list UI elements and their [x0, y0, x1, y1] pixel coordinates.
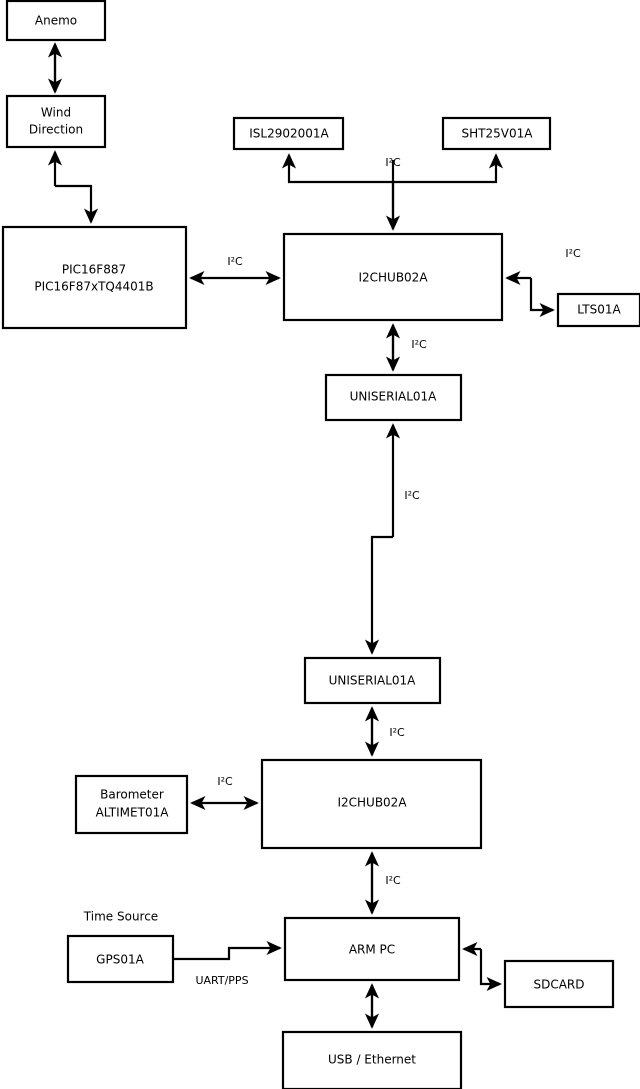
edge-pic-hub-top: I²C: [189, 255, 281, 286]
node-lts01a-box[interactable]: [556, 292, 640, 328]
edge-label-hub-armpc-i2c: I²C: [385, 874, 401, 887]
node-gps01a-box[interactable]: [66, 934, 175, 984]
node-arm-pc-box[interactable]: [283, 916, 461, 982]
edge-uniserial-upper-lower: I²C: [364, 423, 420, 655]
arrow-up-to-sht25v01a: [393, 153, 504, 184]
node-usb-ethernet-box[interactable]: [281, 1030, 463, 1089]
edge-hub-top-sensors: I²C: [281, 153, 504, 231]
node-arm-pc-label: ARM PC: [349, 943, 395, 957]
node-gps01a-label: GPS01A: [96, 953, 144, 967]
edge-label-lts01a-i2c: I²C: [565, 247, 581, 260]
node-gps01a[interactable]: GPS01A: [66, 934, 175, 984]
edge-hub-top-uniserial-upper: I²C: [385, 323, 427, 372]
node-uniserial01a-upper-label: UNISERIAL01A: [350, 390, 438, 404]
node-isl2902001a-label: ISL2902001A: [249, 127, 329, 141]
node-i2chub02a-bottom-box[interactable]: [260, 758, 483, 850]
node-i2chub02a-bottom-label: I2CHUB02A: [337, 796, 407, 810]
edge-label-uniserial-link-i2c: I²C: [404, 489, 420, 502]
node-wind-direction-label-line1: Wind: [41, 106, 71, 120]
node-barometer-box[interactable]: [74, 774, 189, 835]
node-i2chub02a-top-box[interactable]: [282, 232, 504, 322]
arrow-right-to-sdcard: [479, 949, 502, 992]
node-sdcard-box[interactable]: [503, 959, 615, 1009]
node-i2chub02a-top-label: I2CHUB02A: [358, 271, 428, 285]
node-i2chub02a-top[interactable]: I2CHUB02A: [282, 232, 504, 322]
arrow-down-to-uniserial-lower: [364, 535, 393, 655]
node-isl2902001a[interactable]: ISL2902001A: [232, 116, 345, 151]
node-i2chub02a-bottom[interactable]: I2CHUB02A: [260, 758, 483, 850]
edge-layer: I²C I²C I²C I²C I²C: [47, 42, 581, 1029]
node-barometer-altimet01a[interactable]: Barometer ALTIMET01A: [74, 774, 189, 835]
node-pic-label-line2: PIC16F87xTQ4401B: [34, 280, 153, 294]
edge-gps-armpc: UART/PPS: [173, 940, 282, 987]
node-uniserial01a-lower-box[interactable]: [303, 656, 442, 705]
edge-barometer-hub-bottom: I²C: [190, 775, 259, 811]
node-pic-box[interactable]: [1, 225, 188, 330]
node-usb-ethernet-label: USB / Ethernet: [328, 1053, 416, 1067]
node-pic-microcontroller[interactable]: PIC16F887 PIC16F87xTQ4401B: [1, 225, 188, 330]
label-time-source-group: Time Source: [83, 910, 158, 924]
node-barometer-label-line1: Barometer: [100, 788, 164, 802]
node-sht25v01a-label: SHT25V01A: [462, 127, 534, 141]
node-sdcard-label: SDCARD: [533, 978, 584, 992]
edge-hub-top-lts01a: I²C: [505, 247, 581, 318]
node-wind-direction[interactable]: Wind Direction: [5, 94, 107, 149]
node-sht25v01a-box[interactable]: [441, 116, 552, 151]
node-pic-label-line1: PIC16F887: [62, 263, 126, 277]
node-anemo-label: Anemo: [35, 14, 77, 28]
node-isl2902001a-box[interactable]: [232, 116, 345, 151]
edge-label-barometer-i2c: I²C: [217, 775, 233, 788]
node-wind-direction-label-line2: Direction: [29, 123, 83, 137]
node-barometer-label-line2: ALTIMET01A: [96, 806, 170, 820]
edge-label-pic-hub-i2c: I²C: [227, 255, 243, 268]
edge-hub-bottom-armpc: I²C: [364, 851, 401, 915]
time-source-label: Time Source: [83, 910, 158, 924]
arrow-down-to-pic: [55, 184, 99, 224]
node-uniserial01a-lower[interactable]: UNISERIAL01A: [303, 656, 442, 705]
edge-uniserial-lower-hub-bottom: I²C: [364, 706, 405, 757]
node-uniserial01a-upper-box[interactable]: [324, 373, 463, 422]
node-uniserial01a-upper[interactable]: UNISERIAL01A: [324, 373, 463, 422]
node-anemo-box[interactable]: [5, 0, 107, 42]
node-sdcard[interactable]: SDCARD: [503, 959, 615, 1009]
edge-label-uniserial-hub-i2c: I²C: [389, 726, 405, 739]
edge-label-gps-uart-pps: UART/PPS: [195, 974, 248, 987]
arrow-right-to-lts01a: [529, 278, 555, 318]
node-sht25v01a[interactable]: SHT25V01A: [441, 116, 552, 151]
edge-label-hub-uniserial-i2c: I²C: [411, 338, 427, 351]
edge-label-hub-sensors-i2c: I²C: [385, 156, 401, 169]
node-lts01a[interactable]: LTS01A: [556, 292, 640, 328]
edge-armpc-sdcard: [462, 941, 502, 992]
arrow-up-to-isl2902001a: [281, 153, 395, 229]
edge-wind-direction-pic: [47, 150, 99, 224]
node-usb-ethernet[interactable]: USB / Ethernet: [281, 1030, 463, 1089]
node-uniserial01a-lower-label: UNISERIAL01A: [329, 674, 417, 688]
node-wind-direction-box[interactable]: [5, 94, 107, 149]
arrow-right-to-armpc: [173, 940, 282, 961]
node-lts01a-label: LTS01A: [577, 303, 621, 317]
node-arm-pc[interactable]: ARM PC: [283, 916, 461, 982]
node-anemo[interactable]: Anemo: [5, 0, 107, 42]
